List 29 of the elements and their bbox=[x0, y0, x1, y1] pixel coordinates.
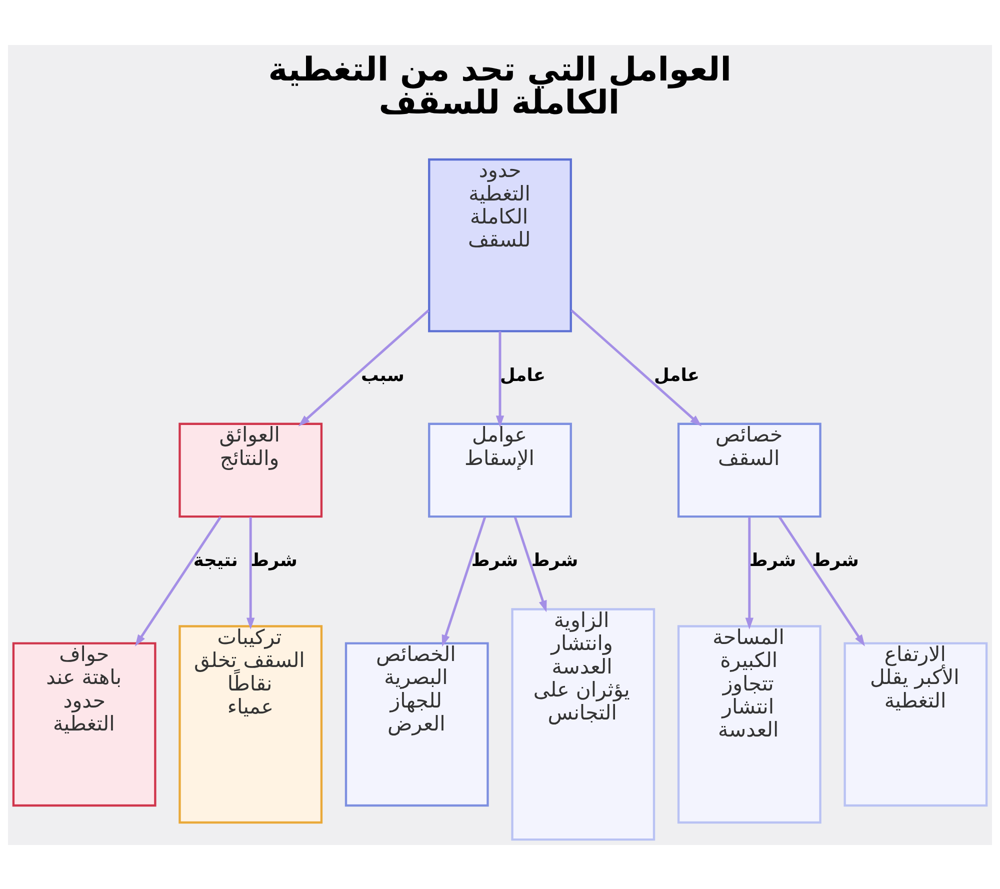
node-box: حواف باهتة عند حدود التغطية bbox=[12, 642, 156, 806]
diagram-title: العوامل التي تحد من التغطية الكاملة للسقف bbox=[268, 50, 732, 121]
arrow bbox=[778, 516, 865, 646]
edge-label: نتيجة bbox=[193, 550, 238, 571]
node-box: الزاوية وانتشار العدسة يؤثران على التجانس bbox=[511, 608, 656, 840]
node-box: المساحة الكبيرة تتجاوز انتشار العدسة bbox=[677, 624, 822, 824]
node-box: الارتفاع الأكبر يقلل التغطية bbox=[844, 642, 988, 806]
node-box: العوائق والنتائج bbox=[178, 422, 323, 518]
arrow bbox=[246, 516, 255, 629]
arrow bbox=[496, 330, 504, 427]
edge-label: شرط bbox=[471, 550, 518, 571]
arrow bbox=[514, 516, 547, 612]
edge-label: شرط bbox=[250, 550, 298, 571]
node-box: عوامل الإسقاط bbox=[428, 422, 572, 518]
node-box: تركيبات السقف تخلق نقاطًا عمياء bbox=[178, 624, 323, 824]
arrow bbox=[745, 516, 754, 629]
arrow bbox=[570, 308, 702, 426]
arrow bbox=[442, 516, 486, 646]
arrow bbox=[298, 308, 430, 426]
edge-label: عامل bbox=[654, 365, 700, 386]
edge-label: شرط bbox=[531, 550, 578, 571]
edge-label: شرط bbox=[812, 550, 859, 571]
arrow bbox=[135, 516, 222, 646]
node-box: الخصائص البصرية للجهاز العرض bbox=[344, 642, 489, 806]
node-box: خصائص السقف bbox=[677, 422, 822, 518]
edge-label: عامل bbox=[500, 365, 546, 386]
edge-label: شرط bbox=[749, 550, 796, 571]
edge-label: سبب bbox=[360, 365, 404, 386]
node-box: حدود التغطية الكاملة للسقف bbox=[428, 158, 572, 332]
